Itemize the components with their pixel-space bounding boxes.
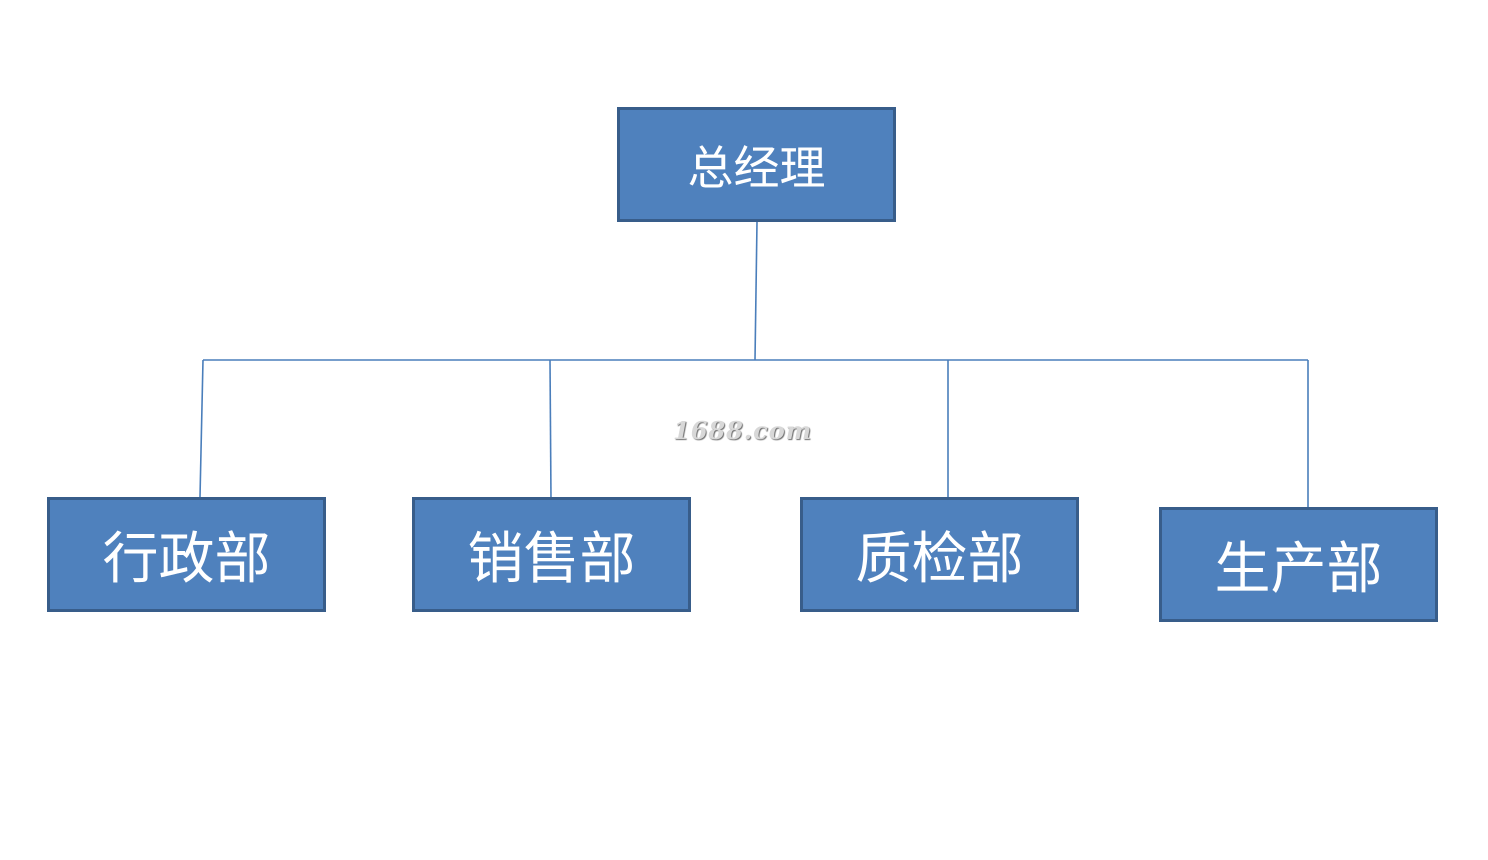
general-manager-node: 总经理 xyxy=(617,107,896,222)
general-manager-label: 总经理 xyxy=(687,140,826,195)
watermark-text: 1688.com xyxy=(673,416,813,445)
connector-admin xyxy=(199,359,204,498)
production-department-label: 生产部 xyxy=(1214,537,1383,602)
admin-department-node: 行政部 xyxy=(47,497,326,612)
connector-sales xyxy=(549,359,552,501)
sales-department-label: 销售部 xyxy=(467,527,636,592)
sales-department-node: 销售部 xyxy=(412,497,691,612)
admin-department-label: 行政部 xyxy=(102,527,271,592)
production-department-node: 生产部 xyxy=(1159,507,1438,622)
quality-inspection-department-label: 质检部 xyxy=(855,527,1024,592)
connector-root-stem xyxy=(754,221,758,361)
quality-inspection-department-node: 质检部 xyxy=(800,497,1079,612)
